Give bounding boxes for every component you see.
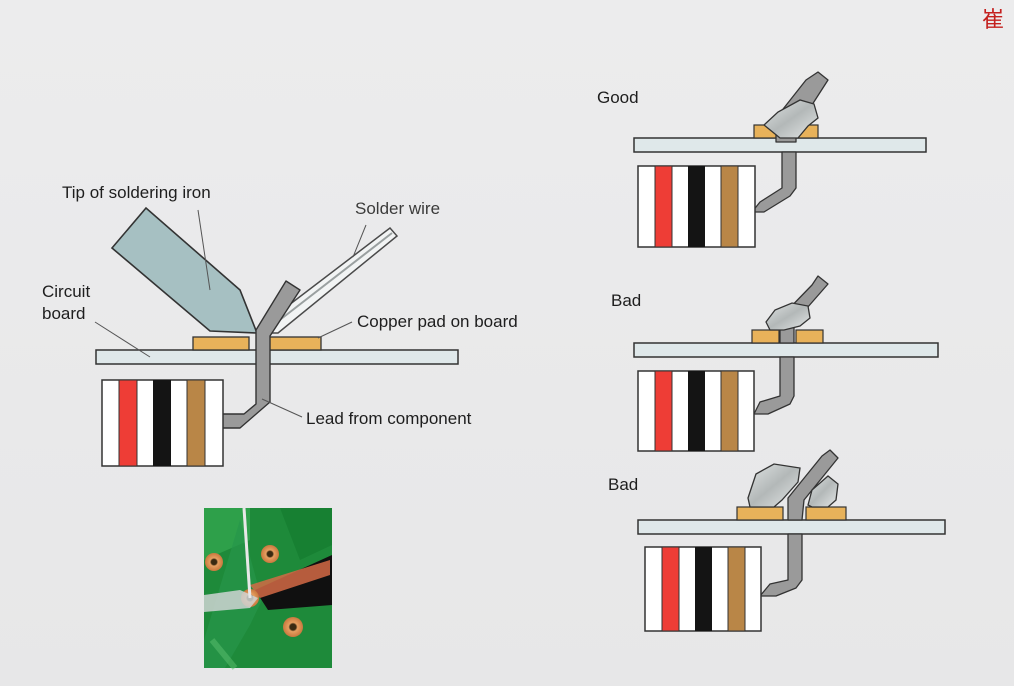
- bad-joint-1: [633, 275, 939, 452]
- label-solder-wire: Solder wire: [355, 199, 441, 218]
- copper-pad-right: [267, 336, 322, 351]
- circuit-board: [95, 349, 459, 365]
- label-bad-2: Bad: [608, 475, 639, 494]
- main-illustration: [94, 206, 459, 467]
- label-tip-of-soldering-iron: Tip of soldering iron: [62, 183, 211, 202]
- soldering-iron-tip: [110, 206, 259, 334]
- label-lead-from-component: Lead from component: [306, 409, 472, 428]
- bad-joint-2: [637, 449, 946, 632]
- label-circuit-board: Circuit board: [42, 282, 91, 324]
- leader-lines: [94, 209, 367, 418]
- label-copper-pad: Copper pad on board: [357, 312, 518, 331]
- resistor-component: [101, 379, 224, 467]
- label-good: Good: [597, 88, 639, 107]
- good-joint: [633, 71, 927, 248]
- pcb-photo: [204, 507, 332, 670]
- copper-pad-left: [192, 336, 250, 351]
- seal-glyph: 崔: [982, 8, 1005, 33]
- component-lead: [221, 280, 301, 429]
- label-bad-1: Bad: [611, 291, 642, 310]
